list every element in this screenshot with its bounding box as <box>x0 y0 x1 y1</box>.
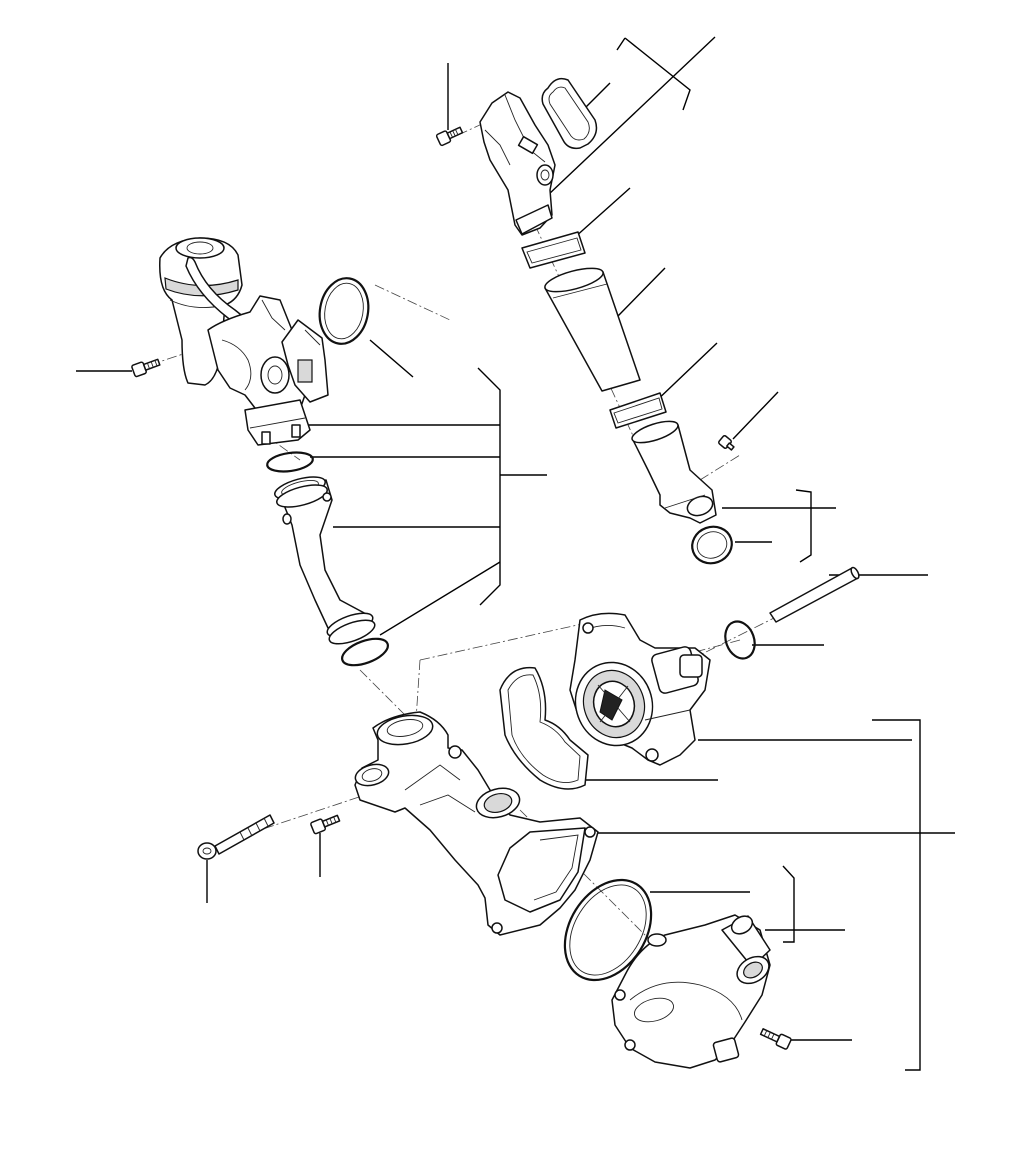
outlet-pipe-upper <box>479 91 556 236</box>
main-housing <box>354 711 599 936</box>
short-bolt <box>310 814 341 835</box>
o-ring-pump <box>724 620 756 660</box>
hose-sleeve <box>544 267 641 392</box>
bracket-left-center <box>477 367 501 606</box>
o-ring-coolant-pipe <box>318 277 370 345</box>
thermostat-housing-assembly <box>159 237 329 446</box>
bracket-right-long <box>872 719 921 1071</box>
bracket-top <box>624 37 691 111</box>
clamp-ring-lower <box>609 392 667 429</box>
bracket-lower <box>782 865 795 943</box>
thermostat-cover <box>611 914 771 1069</box>
cover-bolt <box>759 1028 792 1050</box>
elbow-pipe <box>631 420 717 524</box>
long-rod <box>769 566 860 623</box>
o-ring-pipe-lower <box>341 637 389 667</box>
clamp-ring-upper <box>521 231 586 269</box>
coolant-pipe <box>274 476 376 645</box>
water-pump <box>569 612 711 766</box>
bolt-left <box>131 358 161 378</box>
o-ring-small <box>266 451 314 473</box>
pump-gasket <box>499 666 589 790</box>
bracket-right-mid <box>795 489 812 563</box>
large-gasket-ring <box>563 878 653 982</box>
leader-lines <box>76 36 955 1071</box>
o-ring-elbow <box>691 525 733 565</box>
bolt-top <box>435 126 464 147</box>
seal-flange <box>541 77 598 150</box>
long-bolt <box>197 814 275 860</box>
small-bolt-right <box>718 435 735 451</box>
